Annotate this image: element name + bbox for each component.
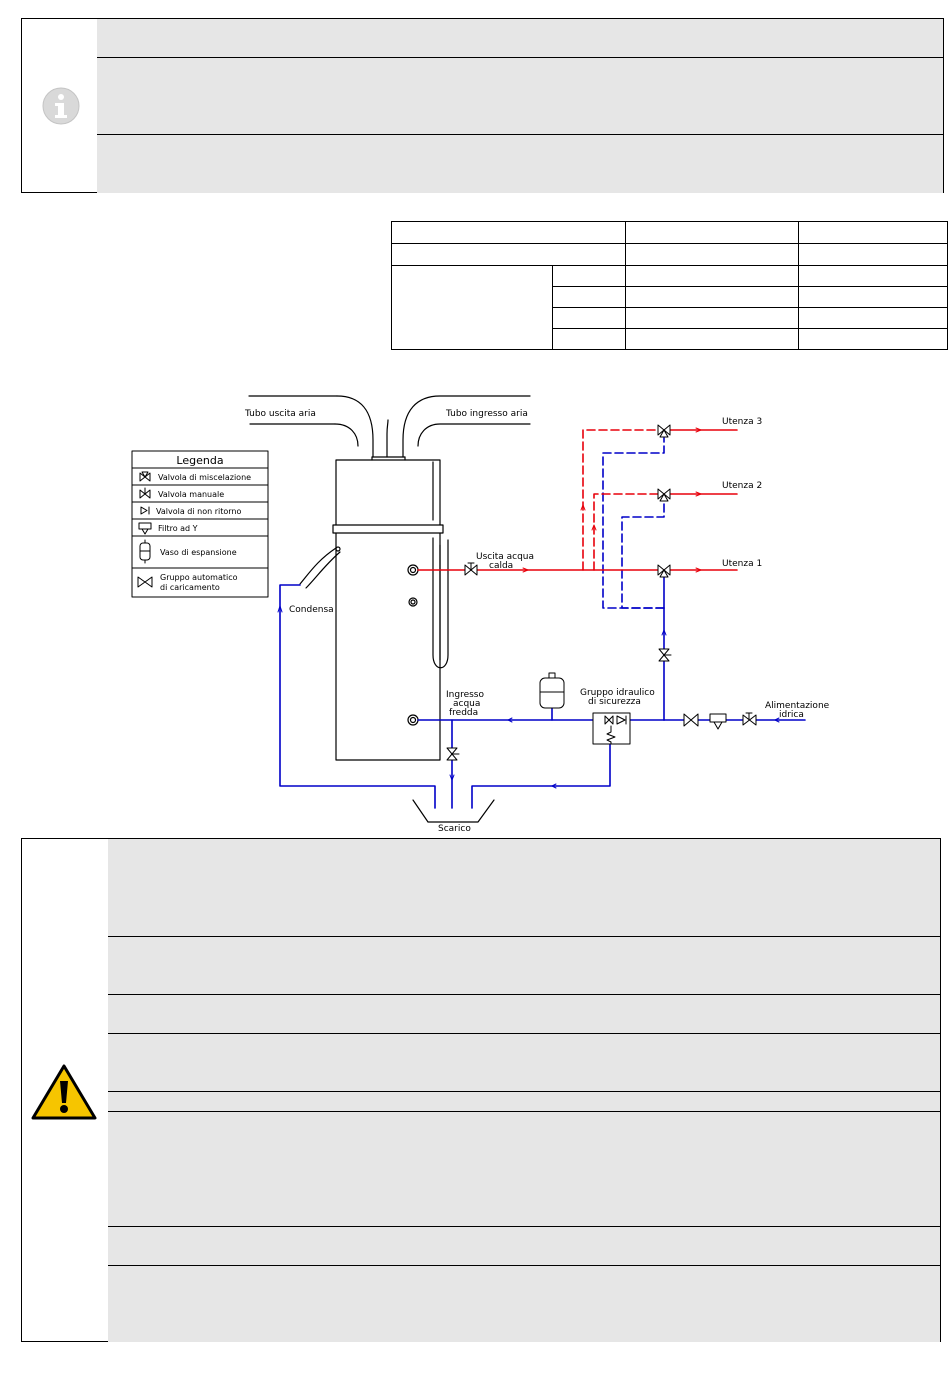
label-supply-2: idrica — [779, 710, 804, 720]
label-user-3: Utenza 3 — [722, 417, 762, 427]
legend-item-filling-2: di caricamento — [160, 583, 220, 592]
warning-row-2 — [108, 937, 940, 995]
spec-cell — [391, 265, 553, 350]
label-drain: Scarico — [438, 824, 471, 834]
legend-item-filling-1: Gruppo automatico — [160, 573, 238, 582]
label-user-1: Utenza 1 — [722, 559, 762, 569]
legend-item-vessel: Vaso di espansione — [160, 548, 237, 557]
air-ducts — [248, 395, 531, 458]
warning-row-8 — [108, 1266, 940, 1342]
label-air-in: Tubo ingresso aria — [445, 409, 528, 419]
diagram-text: Tubo uscita aria Tubo ingresso aria Usci… — [244, 409, 830, 834]
label-safety-2: di sicurezza — [588, 697, 641, 707]
warning-row-6 — [108, 1112, 940, 1227]
legend-text: Legenda Valvola di miscelazione Valvola … — [156, 454, 251, 592]
spec-cell — [798, 328, 948, 350]
legend-title: Legenda — [176, 454, 223, 467]
info-note-box — [21, 18, 944, 193]
warning-row-3 — [108, 995, 940, 1034]
warning-icon — [31, 1064, 97, 1120]
label-hot-out-2: calda — [489, 561, 513, 571]
legend-item-mixing: Valvola di miscelazione — [158, 473, 251, 482]
label-safety-1: Gruppo idraulico — [580, 688, 655, 698]
info-icon — [42, 87, 80, 125]
hot-water-lines — [417, 429, 738, 571]
label-hot-out-1: Uscita acqua — [476, 552, 534, 562]
legend-box — [131, 450, 269, 598]
valves — [446, 424, 757, 761]
cold-water-lines — [279, 437, 806, 809]
label-cold-in-3: fredda — [449, 708, 478, 718]
flow-arrows — [277, 427, 780, 789]
warning-row-5 — [108, 1092, 940, 1112]
legend-item-filter: Filtro ad Y — [158, 524, 198, 533]
label-supply-1: Alimentazione — [765, 701, 830, 711]
warning-row-4 — [108, 1034, 940, 1092]
warning-icon-column — [22, 839, 109, 1341]
label-cold-in-2: acqua — [453, 699, 480, 709]
spec-table — [391, 221, 948, 350]
info-row-2 — [97, 58, 943, 135]
warning-row-1 — [108, 839, 940, 937]
label-user-2: Utenza 2 — [722, 481, 762, 491]
legend-item-manual: Valvola manuale — [158, 490, 224, 499]
drain-funnel — [412, 799, 495, 823]
label-condensate: Condensa — [289, 605, 334, 615]
info-row-1 — [97, 19, 943, 58]
warning-note-box — [21, 838, 941, 1342]
label-air-out: Tubo uscita aria — [244, 409, 316, 419]
info-row-3 — [97, 135, 943, 193]
legend-item-check: Valvola di non ritorno — [156, 507, 241, 516]
warning-row-7 — [108, 1227, 940, 1266]
label-cold-in-1: Ingresso — [446, 690, 484, 700]
